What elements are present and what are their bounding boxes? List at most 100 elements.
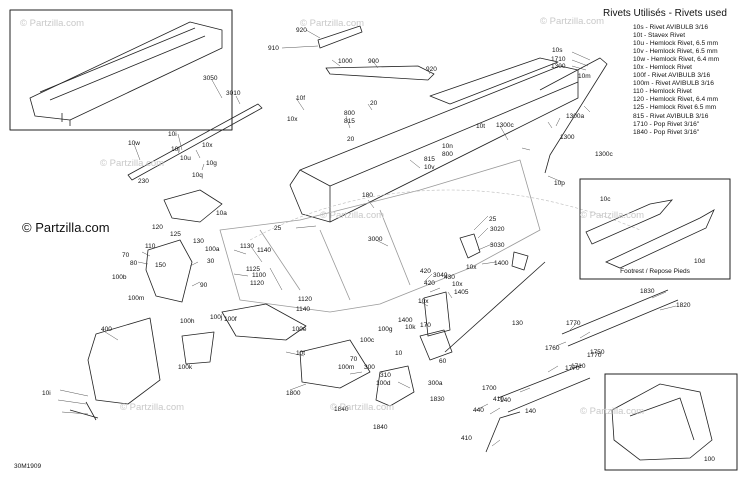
watermark: © Partzilla.com xyxy=(100,158,165,169)
part-label: 1300a xyxy=(566,113,585,120)
diagram-id: 30M1909 xyxy=(14,463,42,470)
part-label: 20 xyxy=(370,100,378,107)
legend-item: 1840 - Pop Rivet 3/16" xyxy=(633,128,700,136)
part-label: 3020 xyxy=(490,226,505,233)
legend-item: 10u - Hemlock Rivet, 6.5 mm xyxy=(633,40,719,48)
legend-item: 10v - Hemlock Rivet, 6.5 mm xyxy=(633,48,718,56)
legend-item: 10w - Hemlock Rivet, 6.4 mm xyxy=(633,56,720,64)
leader-lines xyxy=(57,29,677,447)
part-label: 100d xyxy=(376,380,391,387)
part-label: 170 xyxy=(420,322,431,329)
part-label: 1770 xyxy=(566,320,581,327)
part-label: 10u xyxy=(180,155,191,162)
part-label: 3030 xyxy=(490,242,505,249)
part-label: 420 xyxy=(420,268,431,275)
part-label: 10s xyxy=(552,47,563,54)
legend-item: 815 - Rivet AVIBULB 3/16 xyxy=(633,112,709,120)
watermark: © Partzilla.com xyxy=(120,402,185,413)
part-label: 70 xyxy=(350,356,358,363)
bracket-parts xyxy=(69,25,529,421)
part-label: 10n xyxy=(442,143,453,150)
watermark: © Partzilla.com xyxy=(300,18,365,29)
part-label: 10w xyxy=(128,140,140,147)
part-label: 100k xyxy=(178,364,193,371)
part-label: 10x xyxy=(202,142,213,149)
part-label: 1840 xyxy=(373,424,388,431)
chassis-drawing xyxy=(219,159,541,313)
part-label: 100j xyxy=(210,314,223,321)
footrest-inset-caption: Footrest / Repose Pieds xyxy=(620,268,690,275)
footrest-label-10c: 10c xyxy=(600,196,611,203)
part-label: 10 xyxy=(395,350,403,357)
part-label: 910 xyxy=(268,45,279,52)
part-label: 130 xyxy=(193,238,204,245)
legend-item: 10s - Rivet AVIBULB 3/16 xyxy=(633,24,709,31)
part-label: 1120 xyxy=(250,280,264,287)
part-label: 1710 xyxy=(551,56,566,63)
part-label: 800 xyxy=(442,151,453,158)
part-label: 100m xyxy=(128,295,145,302)
part-label: 410 xyxy=(461,435,472,442)
part-label: 410 xyxy=(493,396,504,403)
part-label: 10v xyxy=(424,164,435,171)
part-label: 100f xyxy=(224,316,237,323)
part-label: 1700 xyxy=(482,385,497,392)
part-label: 10x xyxy=(418,298,429,305)
part-label: 1100 xyxy=(252,272,266,279)
part-label: 10j xyxy=(171,146,180,153)
footrest-label-10d: 10d xyxy=(694,258,705,265)
part-label: 1300c xyxy=(595,151,613,158)
part-label: 80 xyxy=(130,260,138,267)
watermark: © Partzilla.com xyxy=(320,210,385,221)
part-label: 1405 xyxy=(454,289,469,296)
part-label: 1120 xyxy=(298,296,312,303)
part-label: 430 xyxy=(444,274,455,281)
part-label: 180 xyxy=(362,192,373,199)
part-label: 920 xyxy=(296,27,307,34)
part-label: 1750 xyxy=(590,349,605,356)
part-label: 125 xyxy=(170,231,181,238)
part-label: 310 xyxy=(380,372,391,379)
part-label: 1000 xyxy=(338,58,353,65)
legend-item: 100m - Rivet AVIBULB 3/16 xyxy=(633,80,714,88)
part-label: 25 xyxy=(489,216,497,223)
part-label: 100g xyxy=(378,326,393,333)
part-label: 1710 xyxy=(571,363,586,370)
part-label: 900 xyxy=(368,58,379,65)
watermark-main: © Partzilla.com xyxy=(22,220,110,235)
part-label: 100c xyxy=(360,337,375,344)
legend-item: 1710 - Pop Rivet 3/16" xyxy=(633,120,700,128)
part-label: 1830 xyxy=(430,396,445,403)
legend-item: 125 - Hemlock Rivet 6.5 mm xyxy=(633,104,717,112)
part-label: 1125 xyxy=(246,266,260,273)
footrest-inset-box xyxy=(579,178,731,280)
part-label: 3010 xyxy=(226,90,241,97)
part-label: 10a xyxy=(216,210,227,217)
watermark: © Partzilla.com xyxy=(330,402,395,413)
part-label: 3000 xyxy=(368,236,383,243)
part-label: 70 xyxy=(122,252,130,259)
part-label: 440 xyxy=(473,407,484,414)
part-label: 25 xyxy=(274,225,282,232)
part-label: 10x xyxy=(452,281,463,288)
rails-drawing xyxy=(444,57,679,453)
part-label: 230 xyxy=(138,178,149,185)
part-label: 100b xyxy=(112,274,127,281)
legend-item: 120 - Hemlock Rivet, 6.4 mm xyxy=(633,96,719,104)
part-label: 10m xyxy=(578,73,591,80)
watermark: © Partzilla.com xyxy=(580,406,645,417)
part-label: 150 xyxy=(155,262,166,269)
part-label: 1140 xyxy=(296,306,310,313)
part-label: 3050 xyxy=(203,75,218,82)
legend-item: 10t - Stavex Rivet xyxy=(633,32,686,40)
part-label: 110 xyxy=(145,243,156,250)
part-label: 1840 xyxy=(334,406,349,413)
part-label: 10t xyxy=(296,350,306,357)
part-label: 100m xyxy=(338,364,355,371)
part-label: 60 xyxy=(439,358,447,365)
part-label: 10k xyxy=(405,324,416,331)
part-label: 10x xyxy=(466,264,477,271)
